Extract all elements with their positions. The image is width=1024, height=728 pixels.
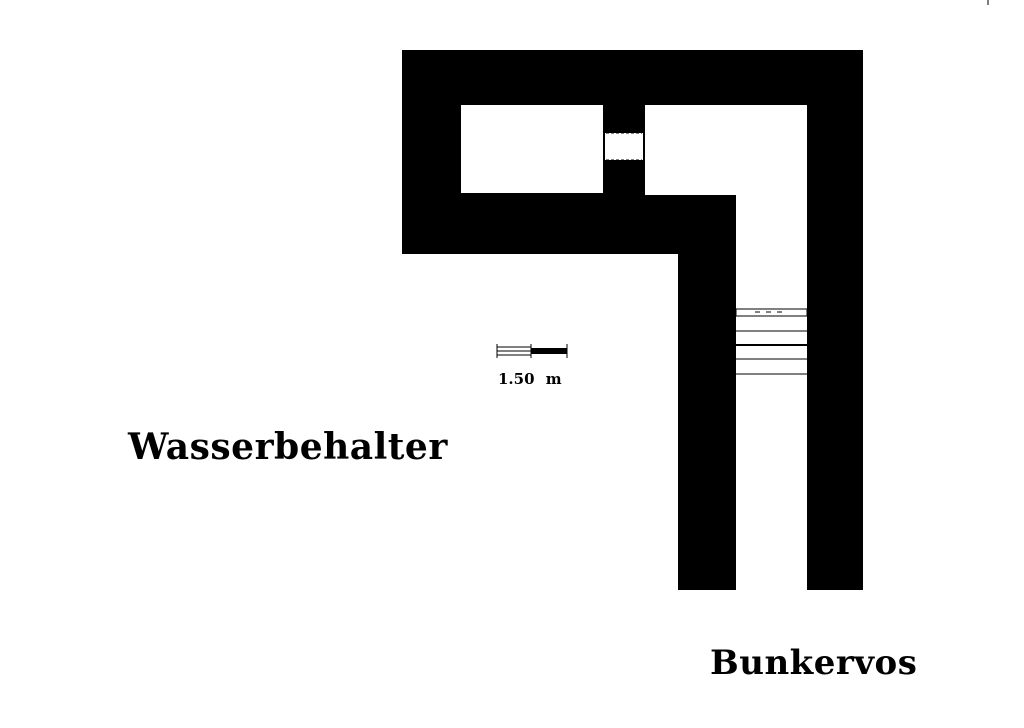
connecting-doorway bbox=[605, 133, 643, 160]
left-room bbox=[461, 105, 603, 193]
wasserbehalter-title: Wasserbehalter bbox=[128, 426, 448, 468]
right-corridor-room bbox=[645, 105, 807, 590]
scale-bar-label: 1.50 m bbox=[498, 370, 562, 388]
scale-bar bbox=[496, 344, 568, 358]
bunkervos-title: Bunkervos bbox=[710, 643, 918, 683]
stair-markings bbox=[735, 308, 808, 375]
